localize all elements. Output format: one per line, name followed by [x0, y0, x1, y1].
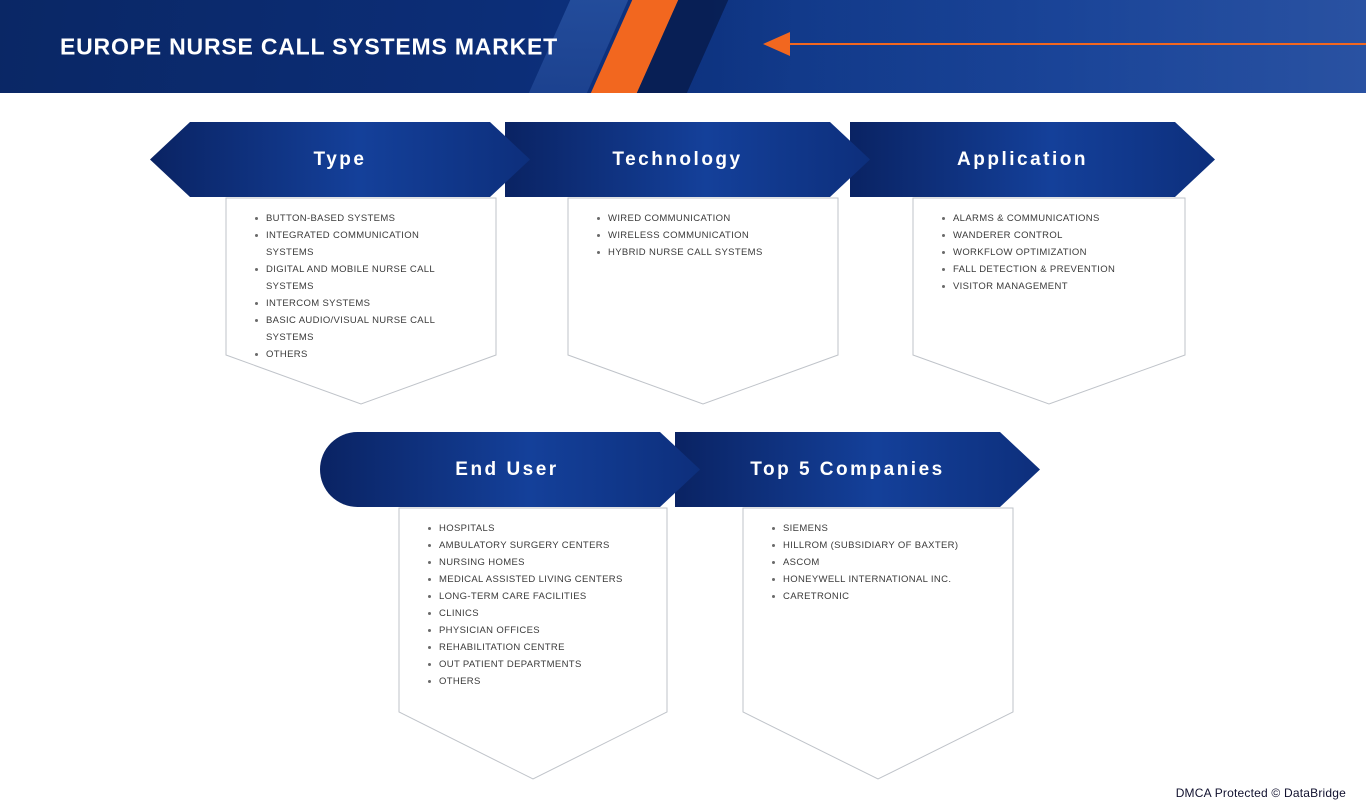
- list-item: SIEMENS: [770, 520, 998, 537]
- arrow-line: [789, 43, 1366, 45]
- list-item: HYBRID NURSE CALL SYSTEMS: [595, 244, 799, 261]
- segment-label-end-user: End User: [455, 458, 559, 480]
- list-item: WIRELESS COMMUNICATION: [595, 227, 799, 244]
- list-item: HOSPITALS: [426, 520, 652, 537]
- list-item: WORKFLOW OPTIMIZATION: [940, 244, 1146, 261]
- segment-label-technology: Technology: [612, 148, 743, 170]
- segment-label-top-5-companies: Top 5 Companies: [750, 458, 945, 480]
- list-item: INTEGRATED COMMUNICATION SYSTEMS: [253, 227, 457, 261]
- page-title: EUROPE NURSE CALL SYSTEMS MARKET: [60, 33, 558, 59]
- list-item: HILLROM (SUBSIDIARY OF BAXTER): [770, 537, 998, 554]
- header-banner: EUROPE NURSE CALL SYSTEMS MARKET: [0, 0, 1366, 93]
- panel-outline: [398, 507, 668, 780]
- arrow-left-icon: [763, 32, 790, 56]
- list-item: OTHERS: [253, 346, 457, 363]
- list-item: AMBULATORY SURGERY CENTERS: [426, 537, 652, 554]
- list-item: BUTTON-BASED SYSTEMS: [253, 210, 457, 227]
- list-item: INTERCOM SYSTEMS: [253, 295, 457, 312]
- list-item: OUT PATIENT DEPARTMENTS: [426, 656, 652, 673]
- list-item: VISITOR MANAGEMENT: [940, 278, 1146, 295]
- list-item: ASCOM: [770, 554, 998, 571]
- dmca-watermark: DMCA Protected © DataBridge: [1175, 786, 1346, 800]
- list-item: LONG-TERM CARE FACILITIES: [426, 588, 652, 605]
- panel-outline: [225, 197, 497, 405]
- list-item: REHABILITATION CENTRE: [426, 639, 652, 656]
- list-item: PHYSICIAN OFFICES: [426, 622, 652, 639]
- segment-banner-type: Type: [150, 122, 530, 197]
- list-item: ALARMS & COMMUNICATIONS: [940, 210, 1146, 227]
- segment-banner-application: Application: [850, 122, 1215, 197]
- list-item: NURSING HOMES: [426, 554, 652, 571]
- header-right-glow: [710, 0, 1366, 93]
- list-item: HONEYWELL INTERNATIONAL INC.: [770, 571, 998, 588]
- segment-banner-top-5-companies: Top 5 Companies: [675, 432, 1040, 507]
- segment-banner-end-user: End User: [320, 432, 700, 507]
- list-item: OTHERS: [426, 673, 652, 690]
- list-item: FALL DETECTION & PREVENTION: [940, 261, 1146, 278]
- panel-outline: [742, 507, 1014, 780]
- list-item: CLINICS: [426, 605, 652, 622]
- list-item: BASIC AUDIO/VISUAL NURSE CALL SYSTEMS: [253, 312, 457, 346]
- segment-label-type: Type: [313, 148, 367, 170]
- list-item: MEDICAL ASSISTED LIVING CENTERS: [426, 571, 652, 588]
- list-item: CARETRONIC: [770, 588, 998, 605]
- panel-outline: [912, 197, 1186, 405]
- list-item: DIGITAL AND MOBILE NURSE CALL SYSTEMS: [253, 261, 457, 295]
- segment-label-application: Application: [957, 148, 1088, 170]
- list-item: WIRED COMMUNICATION: [595, 210, 799, 227]
- segment-banner-technology: Technology: [505, 122, 870, 197]
- panel-outline: [567, 197, 839, 405]
- list-item: WANDERER CONTROL: [940, 227, 1146, 244]
